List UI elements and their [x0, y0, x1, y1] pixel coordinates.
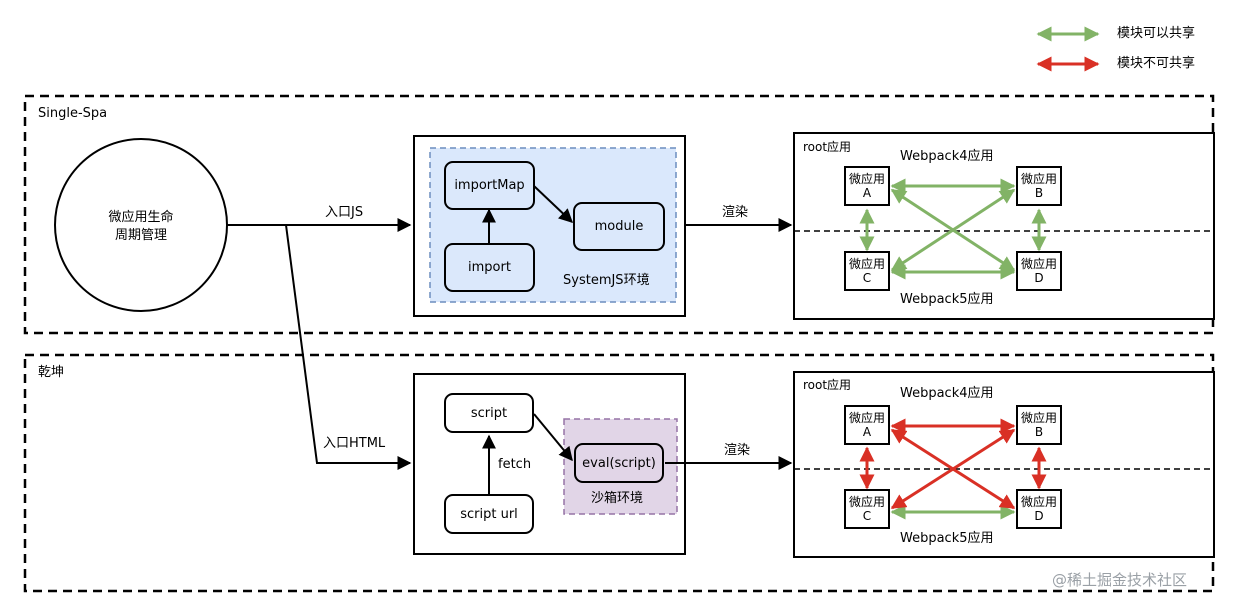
micro-app-id: C	[862, 271, 872, 285]
micro-app-id: A	[862, 425, 872, 439]
micro-app-id: B	[1034, 186, 1044, 200]
micro-app-id: C	[862, 509, 872, 523]
root-app-single-spa	[793, 132, 1215, 320]
eval-script-node: eval(script)	[574, 443, 664, 483]
micro-app-d: 微应用 D	[1016, 489, 1062, 529]
fetch-label: fetch	[498, 457, 532, 472]
watermark: @稀土掘金技术社区	[1052, 571, 1188, 589]
micro-app-label: 微应用	[848, 495, 885, 509]
systemjs-env-label: SystemJS环境	[563, 273, 650, 288]
micro-app-label: 微应用	[1020, 495, 1057, 509]
webpack5-label-single-spa: Webpack5应用	[900, 292, 994, 307]
script-to-eval-arrow	[533, 413, 573, 462]
micro-app-d: 微应用 D	[1016, 251, 1062, 291]
entry-js-label: 入口JS	[325, 205, 364, 220]
entry-html-label: 入口HTML	[323, 436, 386, 451]
legend-shared-label: 模块可以共享	[1117, 26, 1196, 41]
root-app-title-qiankun: root应用	[803, 378, 852, 392]
webpack4-label-qiankun: Webpack4应用	[900, 386, 994, 401]
qiankun-title: 乾坤	[38, 365, 65, 380]
render-label-qiankun: 渲染	[724, 443, 751, 458]
script-url-node: script url	[444, 494, 534, 534]
importmap-to-module-arrow	[533, 185, 574, 223]
lifecycle-label-line1: 微应用生命	[108, 210, 174, 225]
lifecycle-label-line2: 周期管理	[114, 228, 167, 243]
entry-html-connector	[285, 224, 412, 470]
micro-app-b: 微应用 B	[1016, 405, 1062, 445]
module-node: module	[573, 202, 665, 251]
micro-app-b: 微应用 B	[1016, 166, 1062, 206]
micro-app-id: D	[1034, 509, 1044, 523]
micro-app-a: 微应用 A	[844, 405, 890, 445]
webpack5-label-qiankun: Webpack5应用	[900, 531, 994, 546]
micro-app-label: 微应用	[848, 257, 885, 271]
micro-app-label: 微应用	[848, 411, 885, 425]
importmap-node: importMap	[444, 161, 535, 210]
micro-app-c: 微应用 C	[844, 489, 890, 529]
micro-app-id: A	[862, 186, 872, 200]
micro-app-c: 微应用 C	[844, 251, 890, 291]
micro-app-label: 微应用	[1020, 172, 1057, 186]
micro-app-id: D	[1034, 271, 1044, 285]
script-node: script	[444, 393, 534, 433]
micro-app-id: B	[1034, 425, 1044, 439]
share-arrow-b-c	[890, 188, 1016, 272]
noshare-arrow-b-c	[890, 428, 1016, 510]
import-node: import	[444, 243, 535, 292]
sandbox-env-label: 沙箱环境	[591, 491, 644, 506]
single-spa-title: Single-Spa	[38, 106, 108, 121]
micro-app-label: 微应用	[1020, 411, 1057, 425]
webpack4-label-single-spa: Webpack4应用	[900, 149, 994, 164]
root-app-title-single-spa: root应用	[803, 140, 852, 154]
micro-app-a: 微应用 A	[844, 166, 890, 206]
micro-app-label: 微应用	[848, 172, 885, 186]
render-label-single-spa: 渲染	[722, 205, 749, 220]
root-app-qiankun	[793, 371, 1215, 558]
legend-not-shared-label: 模块不可共享	[1117, 56, 1196, 71]
micro-app-label: 微应用	[1020, 257, 1057, 271]
